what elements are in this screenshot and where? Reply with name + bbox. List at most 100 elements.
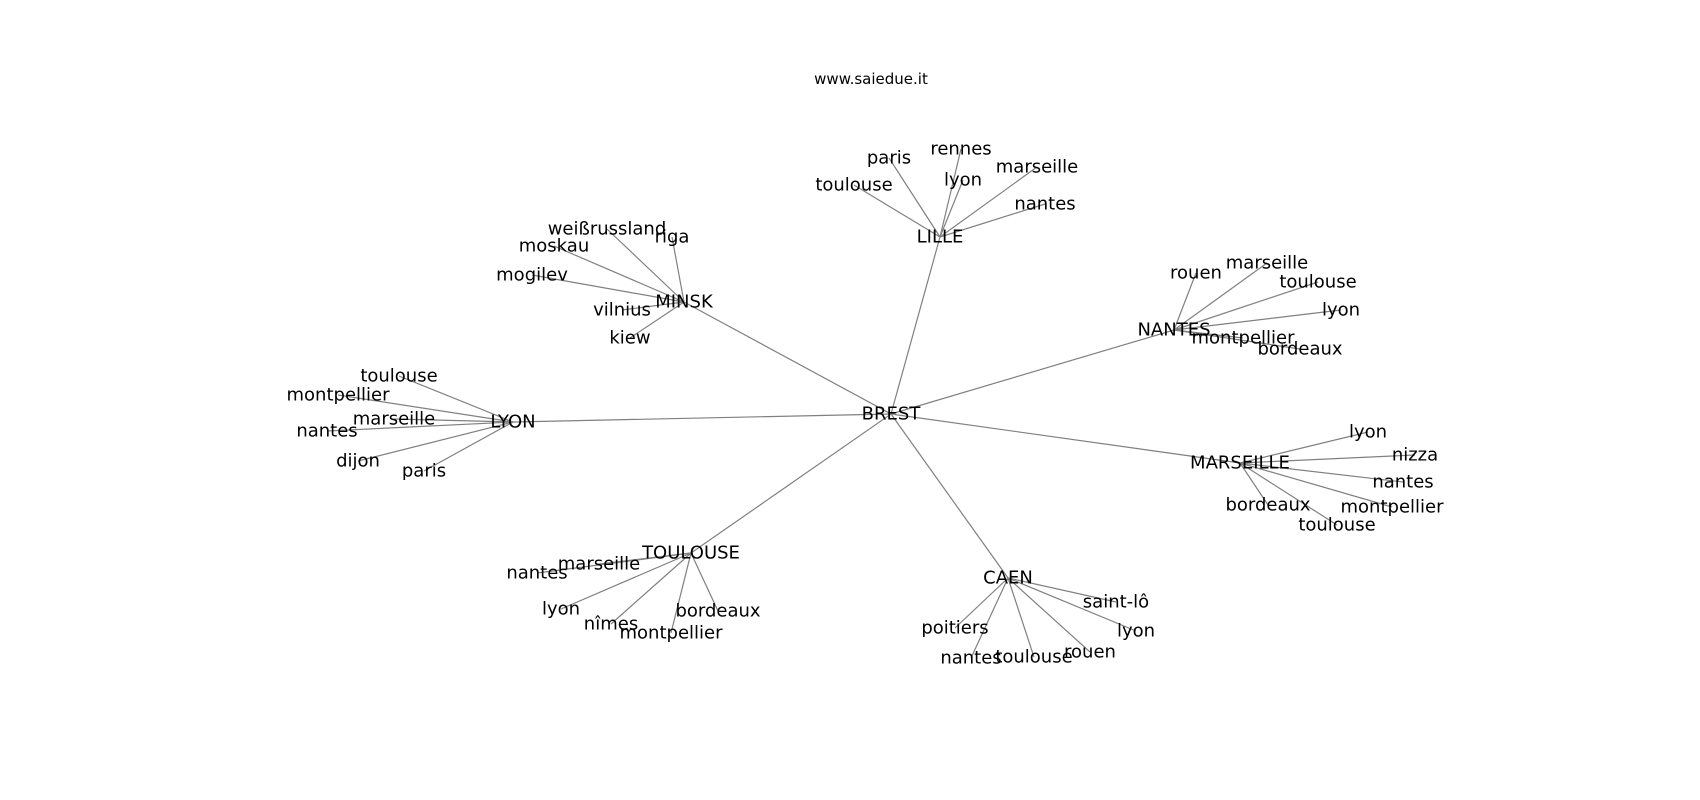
edge-toulouse-leaf bbox=[560, 552, 692, 610]
edge-marseille-leaf bbox=[1239, 454, 1416, 464]
leaf-node-label: bordeaux bbox=[1257, 339, 1342, 360]
edge-toulouse-leaf bbox=[536, 552, 692, 574]
edge-center-to-toulouse bbox=[690, 413, 892, 554]
edge-marseille-leaf bbox=[1239, 462, 1269, 506]
leaf-node-label: nantes bbox=[1372, 472, 1433, 493]
site-caption: www.saiedue.it bbox=[814, 70, 928, 88]
edge-center-to-caen bbox=[890, 413, 1009, 579]
leaf-node-label: toulouse bbox=[995, 647, 1072, 668]
leaf-node-label: paris bbox=[867, 148, 911, 169]
hub-node-label: MINSK bbox=[655, 292, 714, 313]
leaf-node-label: lyon bbox=[1117, 621, 1155, 642]
edge-center-to-lille bbox=[890, 236, 941, 415]
edge-minsk-leaf bbox=[671, 236, 685, 303]
edge-caen-leaf bbox=[1007, 577, 1137, 632]
edge-center-to-minsk bbox=[683, 301, 892, 415]
edge-lille-leaf bbox=[939, 166, 1038, 238]
edge-marseille-leaf bbox=[1239, 462, 1338, 526]
leaf-node-label: bordeaux bbox=[675, 601, 760, 622]
leaf-node-label: nantes bbox=[296, 421, 357, 442]
edge-center-to-marseille bbox=[890, 413, 1241, 464]
leaf-node-label: rouen bbox=[1170, 263, 1222, 284]
leaf-node-label: toulouse bbox=[360, 366, 437, 387]
edge-nantes-leaf bbox=[1173, 262, 1268, 331]
leaf-node-label: montpellier bbox=[1341, 497, 1445, 518]
edge-nantes-leaf bbox=[1173, 309, 1342, 331]
leaf-node-label: mogilev bbox=[496, 265, 568, 286]
edge-center-to-lyon bbox=[512, 413, 892, 423]
edge-minsk-leaf bbox=[606, 228, 685, 303]
edge-lyon-leaf bbox=[398, 375, 514, 423]
leaf-node-label: marseille bbox=[996, 157, 1079, 178]
leaf-node-label: saint-lô bbox=[1083, 592, 1149, 613]
leaf-node-label: nantes bbox=[506, 563, 567, 584]
edge-lyon-leaf bbox=[393, 418, 514, 423]
leaf-node-label: marseille bbox=[353, 409, 436, 430]
leaf-node-label: montpellier bbox=[620, 623, 724, 644]
hub-node-label: TOULOUSE bbox=[641, 543, 740, 564]
leaf-node-label: rennes bbox=[930, 139, 991, 160]
leaf-node-label: toulouse bbox=[1279, 272, 1356, 293]
leaf-node-label: montpellier bbox=[287, 385, 391, 406]
edge-marseille-leaf bbox=[1239, 462, 1404, 483]
leaf-node-label: vilnius bbox=[593, 300, 651, 321]
edge-caen-leaf bbox=[954, 577, 1009, 629]
edge-minsk-leaf bbox=[621, 301, 685, 311]
edge-minsk-leaf bbox=[629, 301, 685, 339]
leaf-node-label: lyon bbox=[542, 599, 580, 620]
hub-node-label: NANTES bbox=[1137, 320, 1210, 341]
edge-toulouse-leaf bbox=[670, 552, 692, 634]
edge-caen-leaf bbox=[1007, 577, 1117, 603]
edge-lyon-leaf bbox=[337, 394, 514, 423]
leaf-node-label: bordeaux bbox=[1225, 495, 1310, 516]
hub-node-label: LYON bbox=[490, 412, 535, 433]
edge-lille-leaf bbox=[853, 184, 941, 238]
edge-lille-leaf bbox=[939, 203, 1046, 238]
leaf-node-label: montpellier bbox=[1192, 328, 1296, 349]
leaf-node-label: toulouse bbox=[815, 175, 892, 196]
leaf-node-label: toulouse bbox=[1298, 515, 1375, 536]
edge-lille-leaf bbox=[939, 179, 964, 238]
edge-lyon-leaf bbox=[423, 421, 514, 472]
edge-minsk-leaf bbox=[553, 245, 685, 303]
leaf-node-label: nizza bbox=[1392, 445, 1438, 466]
leaf-node-label: rouen bbox=[1064, 642, 1116, 663]
edge-lille-leaf bbox=[888, 157, 941, 238]
leaf-node-label: lyon bbox=[1322, 300, 1360, 321]
edge-nantes-leaf bbox=[1173, 272, 1197, 331]
edge-lyon-leaf bbox=[326, 421, 514, 432]
edge-nantes-leaf bbox=[1173, 281, 1319, 331]
edge-lille-leaf bbox=[939, 148, 962, 238]
edge-lyon-leaf bbox=[357, 421, 514, 462]
edge-caen-leaf bbox=[1007, 577, 1091, 653]
hub-node-label: MARSEILLE bbox=[1190, 453, 1290, 474]
edge-center-to-nantes bbox=[890, 329, 1175, 415]
edge-toulouse-leaf bbox=[610, 552, 692, 625]
leaf-node-label: paris bbox=[402, 461, 446, 482]
leaf-node-label: marseille bbox=[558, 554, 641, 575]
leaf-node-label: nantes bbox=[940, 648, 1001, 669]
leaf-node-label: nîmes bbox=[584, 614, 638, 635]
edge-marseille-leaf bbox=[1239, 431, 1369, 464]
center-node-label: BREST bbox=[862, 404, 922, 425]
leaf-node-label: marseille bbox=[1226, 253, 1309, 274]
leaf-node-label: kiew bbox=[609, 328, 650, 349]
leaf-node-label: lyon bbox=[1349, 422, 1387, 443]
edge-minsk-leaf bbox=[531, 274, 685, 303]
leaf-node-label: moskau bbox=[519, 236, 589, 257]
leaf-node-label: nantes bbox=[1014, 194, 1075, 215]
leaf-node-label: weißrussland bbox=[548, 219, 667, 240]
edges-layer bbox=[326, 148, 1416, 659]
leaf-node-label: dijon bbox=[336, 451, 380, 472]
hub-node-label: CAEN bbox=[983, 568, 1033, 589]
edge-toulouse-leaf bbox=[690, 552, 719, 612]
edge-marseille-leaf bbox=[1239, 462, 1393, 508]
edge-caen-leaf bbox=[970, 577, 1009, 659]
leaf-node-label: poitiers bbox=[921, 618, 988, 639]
leaf-node-label: lyon bbox=[944, 170, 982, 191]
edge-nantes-leaf bbox=[1173, 329, 1301, 350]
leaf-node-label: riga bbox=[655, 227, 690, 248]
edge-caen-leaf bbox=[1007, 577, 1035, 658]
